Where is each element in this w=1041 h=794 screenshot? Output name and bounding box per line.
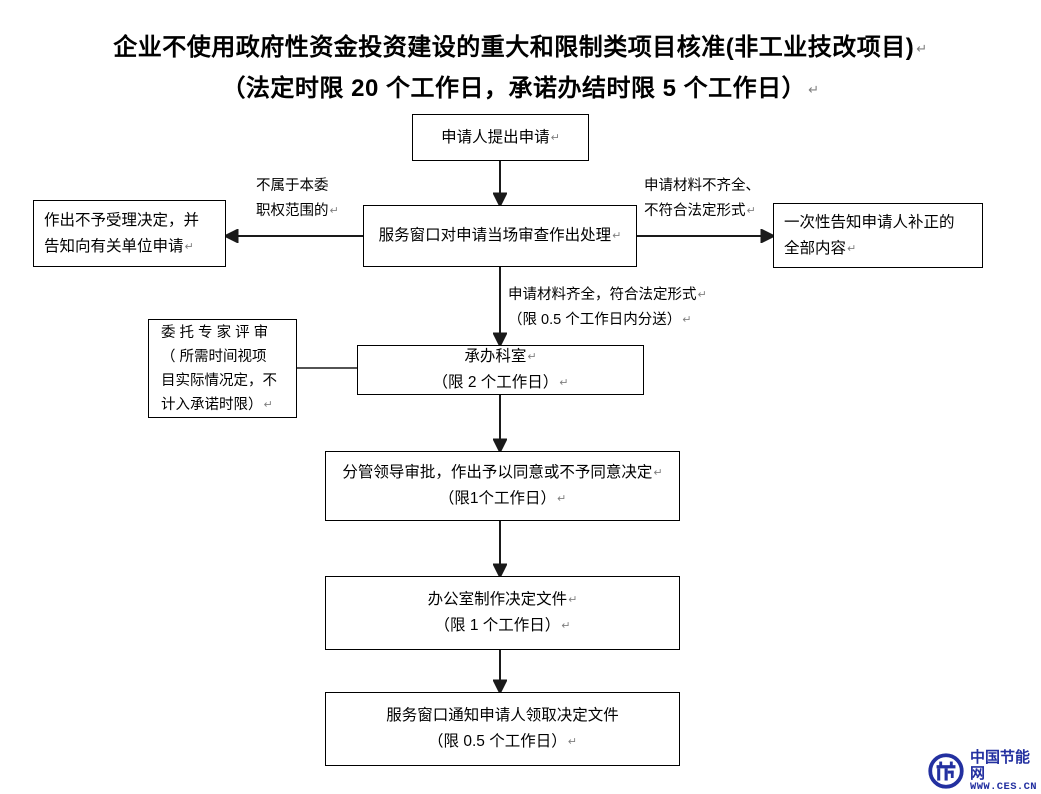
pilcrow-mark: ↵ — [697, 289, 707, 301]
edge-label-not-in-scope: 不属于本委 职权范围的↵ — [256, 174, 339, 224]
pilcrow-mark: ↵ — [550, 131, 560, 144]
pilcrow-mark: ↵ — [916, 41, 928, 56]
watermark: 中国节能网 WWW.CES.CN — [928, 750, 1041, 793]
node-window-notify[interactable]: 服务窗口通知申请人领取决定文件 （限 0.5 个工作日）↵ — [325, 692, 680, 766]
edge-label-line: 不属于本委 — [256, 178, 329, 194]
pilcrow-mark: ↵ — [561, 620, 571, 632]
pilcrow-mark: ↵ — [527, 351, 537, 363]
pilcrow-mark: ↵ — [329, 205, 339, 217]
pilcrow-mark: ↵ — [556, 493, 567, 505]
pilcrow-mark: ↵ — [847, 242, 857, 255]
node-line: 服务窗口通知申请人领取决定文件 — [386, 707, 619, 724]
title-line-1-text: 企业不使用政府性资金投资建设的重大和限制类项目核准(非工业技改项目) — [113, 34, 915, 61]
node-line: 分管领导审批，作出予以同意或不予同意决定↵ — [342, 464, 663, 481]
pilcrow-mark: ↵ — [559, 377, 569, 389]
node-line: 一次性告知申请人补正的 — [784, 213, 955, 231]
node-service-window-review[interactable]: 服务窗口对申请当场审查作出处理↵ — [363, 205, 637, 267]
pilcrow-mark: ↵ — [184, 240, 194, 253]
node-line: （限1个工作日）↵ — [438, 490, 567, 507]
node-reject-notice[interactable]: 作出不予受理决定，并 告知向有关单位申请↵ — [33, 200, 226, 267]
title-line-2-text: （法定时限 20 个工作日，承诺办结时限 5 个工作日） — [221, 75, 807, 102]
node-line: （限 1 个工作日）↵ — [434, 617, 571, 634]
node-leader-approval[interactable]: 分管领导审批，作出予以同意或不予同意决定↵ （限1个工作日）↵ — [325, 451, 680, 521]
watermark-name: 中国节能网 — [970, 749, 1031, 782]
title-line-1: 企业不使用政府性资金投资建设的重大和限制类项目核准(非工业技改项目)↵ — [0, 28, 1041, 69]
pilcrow-mark: ↵ — [682, 314, 692, 326]
node-supplement-notice[interactable]: 一次性告知申请人补正的 全部内容↵ — [773, 203, 983, 268]
node-line: 全部内容↵ — [784, 239, 857, 257]
pilcrow-mark: ↵ — [808, 82, 820, 97]
edge-label-line: 申请材料不齐全、 — [644, 178, 760, 194]
pilcrow-mark: ↵ — [653, 467, 663, 479]
edge-label-incomplete-materials: 申请材料不齐全、 不符合法定形式↵ — [644, 174, 760, 224]
watermark-url: WWW.CES.CN — [970, 780, 1038, 793]
node-line: （ 所需时间视项 — [161, 348, 267, 365]
edge-label-materials-complete: 申请材料齐全，符合法定形式↵ （限 0.5 个工作日内分送）↵ — [508, 283, 707, 333]
node-line: 告知向有关单位申请↵ — [44, 237, 194, 255]
pilcrow-mark: ↵ — [568, 594, 578, 606]
edge-label-line: （限 0.5 个工作日内分送）↵ — [508, 312, 692, 328]
pilcrow-mark: ↵ — [746, 205, 756, 217]
node-line: 委 托 专 家 评 审 — [161, 324, 269, 341]
ces-logo-icon — [928, 753, 964, 789]
page-title: 企业不使用政府性资金投资建设的重大和限制类项目核准(非工业技改项目)↵ （法定时… — [0, 28, 1041, 110]
node-line: 承办科室↵ — [464, 348, 537, 365]
pilcrow-mark: ↵ — [567, 736, 577, 748]
node-line: 计入承诺时限）↵ — [161, 396, 273, 413]
node-line: 办公室制作决定文件↵ — [427, 591, 578, 608]
node-line: 申请人提出申请↵ — [441, 128, 560, 146]
node-applicant-submit[interactable]: 申请人提出申请↵ — [412, 114, 589, 161]
node-line: 作出不予受理决定，并 — [44, 211, 200, 229]
node-line: （限 0.5 个工作日）↵ — [428, 733, 577, 750]
node-expert-review[interactable]: 委 托 专 家 评 审 （ 所需时间视项 目实际情况定，不 计入承诺时限）↵ — [148, 319, 297, 418]
node-line: （限 2 个工作日）↵ — [432, 374, 569, 391]
pilcrow-mark: ↵ — [263, 398, 273, 411]
edge-label-line: 不符合法定形式↵ — [644, 203, 756, 219]
node-handling-office[interactable]: 承办科室↵ （限 2 个工作日）↵ — [357, 345, 644, 395]
edge-label-line: 申请材料齐全，符合法定形式↵ — [508, 287, 707, 303]
pilcrow-mark: ↵ — [612, 230, 622, 242]
node-office-document[interactable]: 办公室制作决定文件↵ （限 1 个工作日）↵ — [325, 576, 680, 650]
node-line: 目实际情况定，不 — [161, 372, 277, 389]
edge-label-line: 职权范围的↵ — [256, 203, 339, 219]
node-line: 服务窗口对申请当场审查作出处理↵ — [378, 227, 622, 244]
watermark-text: 中国节能网 WWW.CES.CN — [970, 750, 1041, 793]
title-line-2: （法定时限 20 个工作日，承诺办结时限 5 个工作日）↵ — [0, 69, 1041, 110]
